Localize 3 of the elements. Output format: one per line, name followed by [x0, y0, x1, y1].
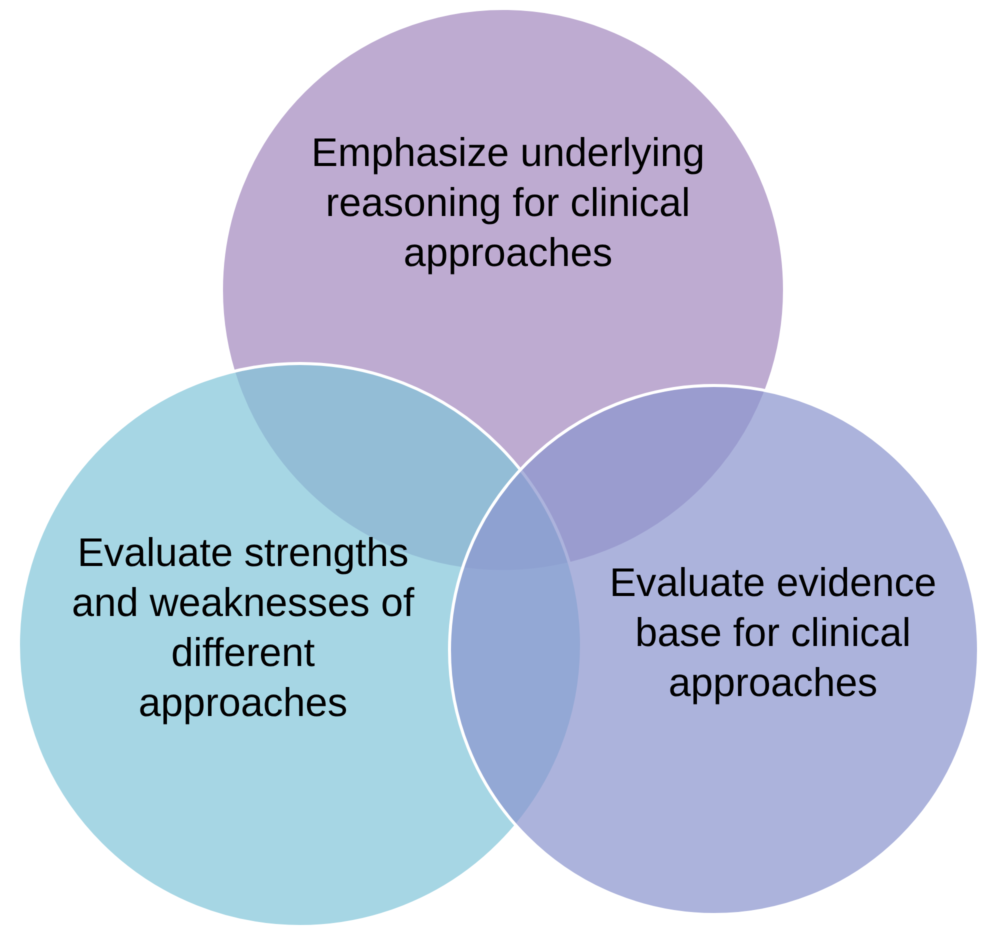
circle-label: Evaluate evidence base for clinical approaches [608, 560, 938, 707]
circle-label: Emphasize underlying reasoning for clinical approaches [310, 130, 706, 277]
circle-label: Evaluate strengths and weaknesses of different approaches [70, 530, 416, 727]
